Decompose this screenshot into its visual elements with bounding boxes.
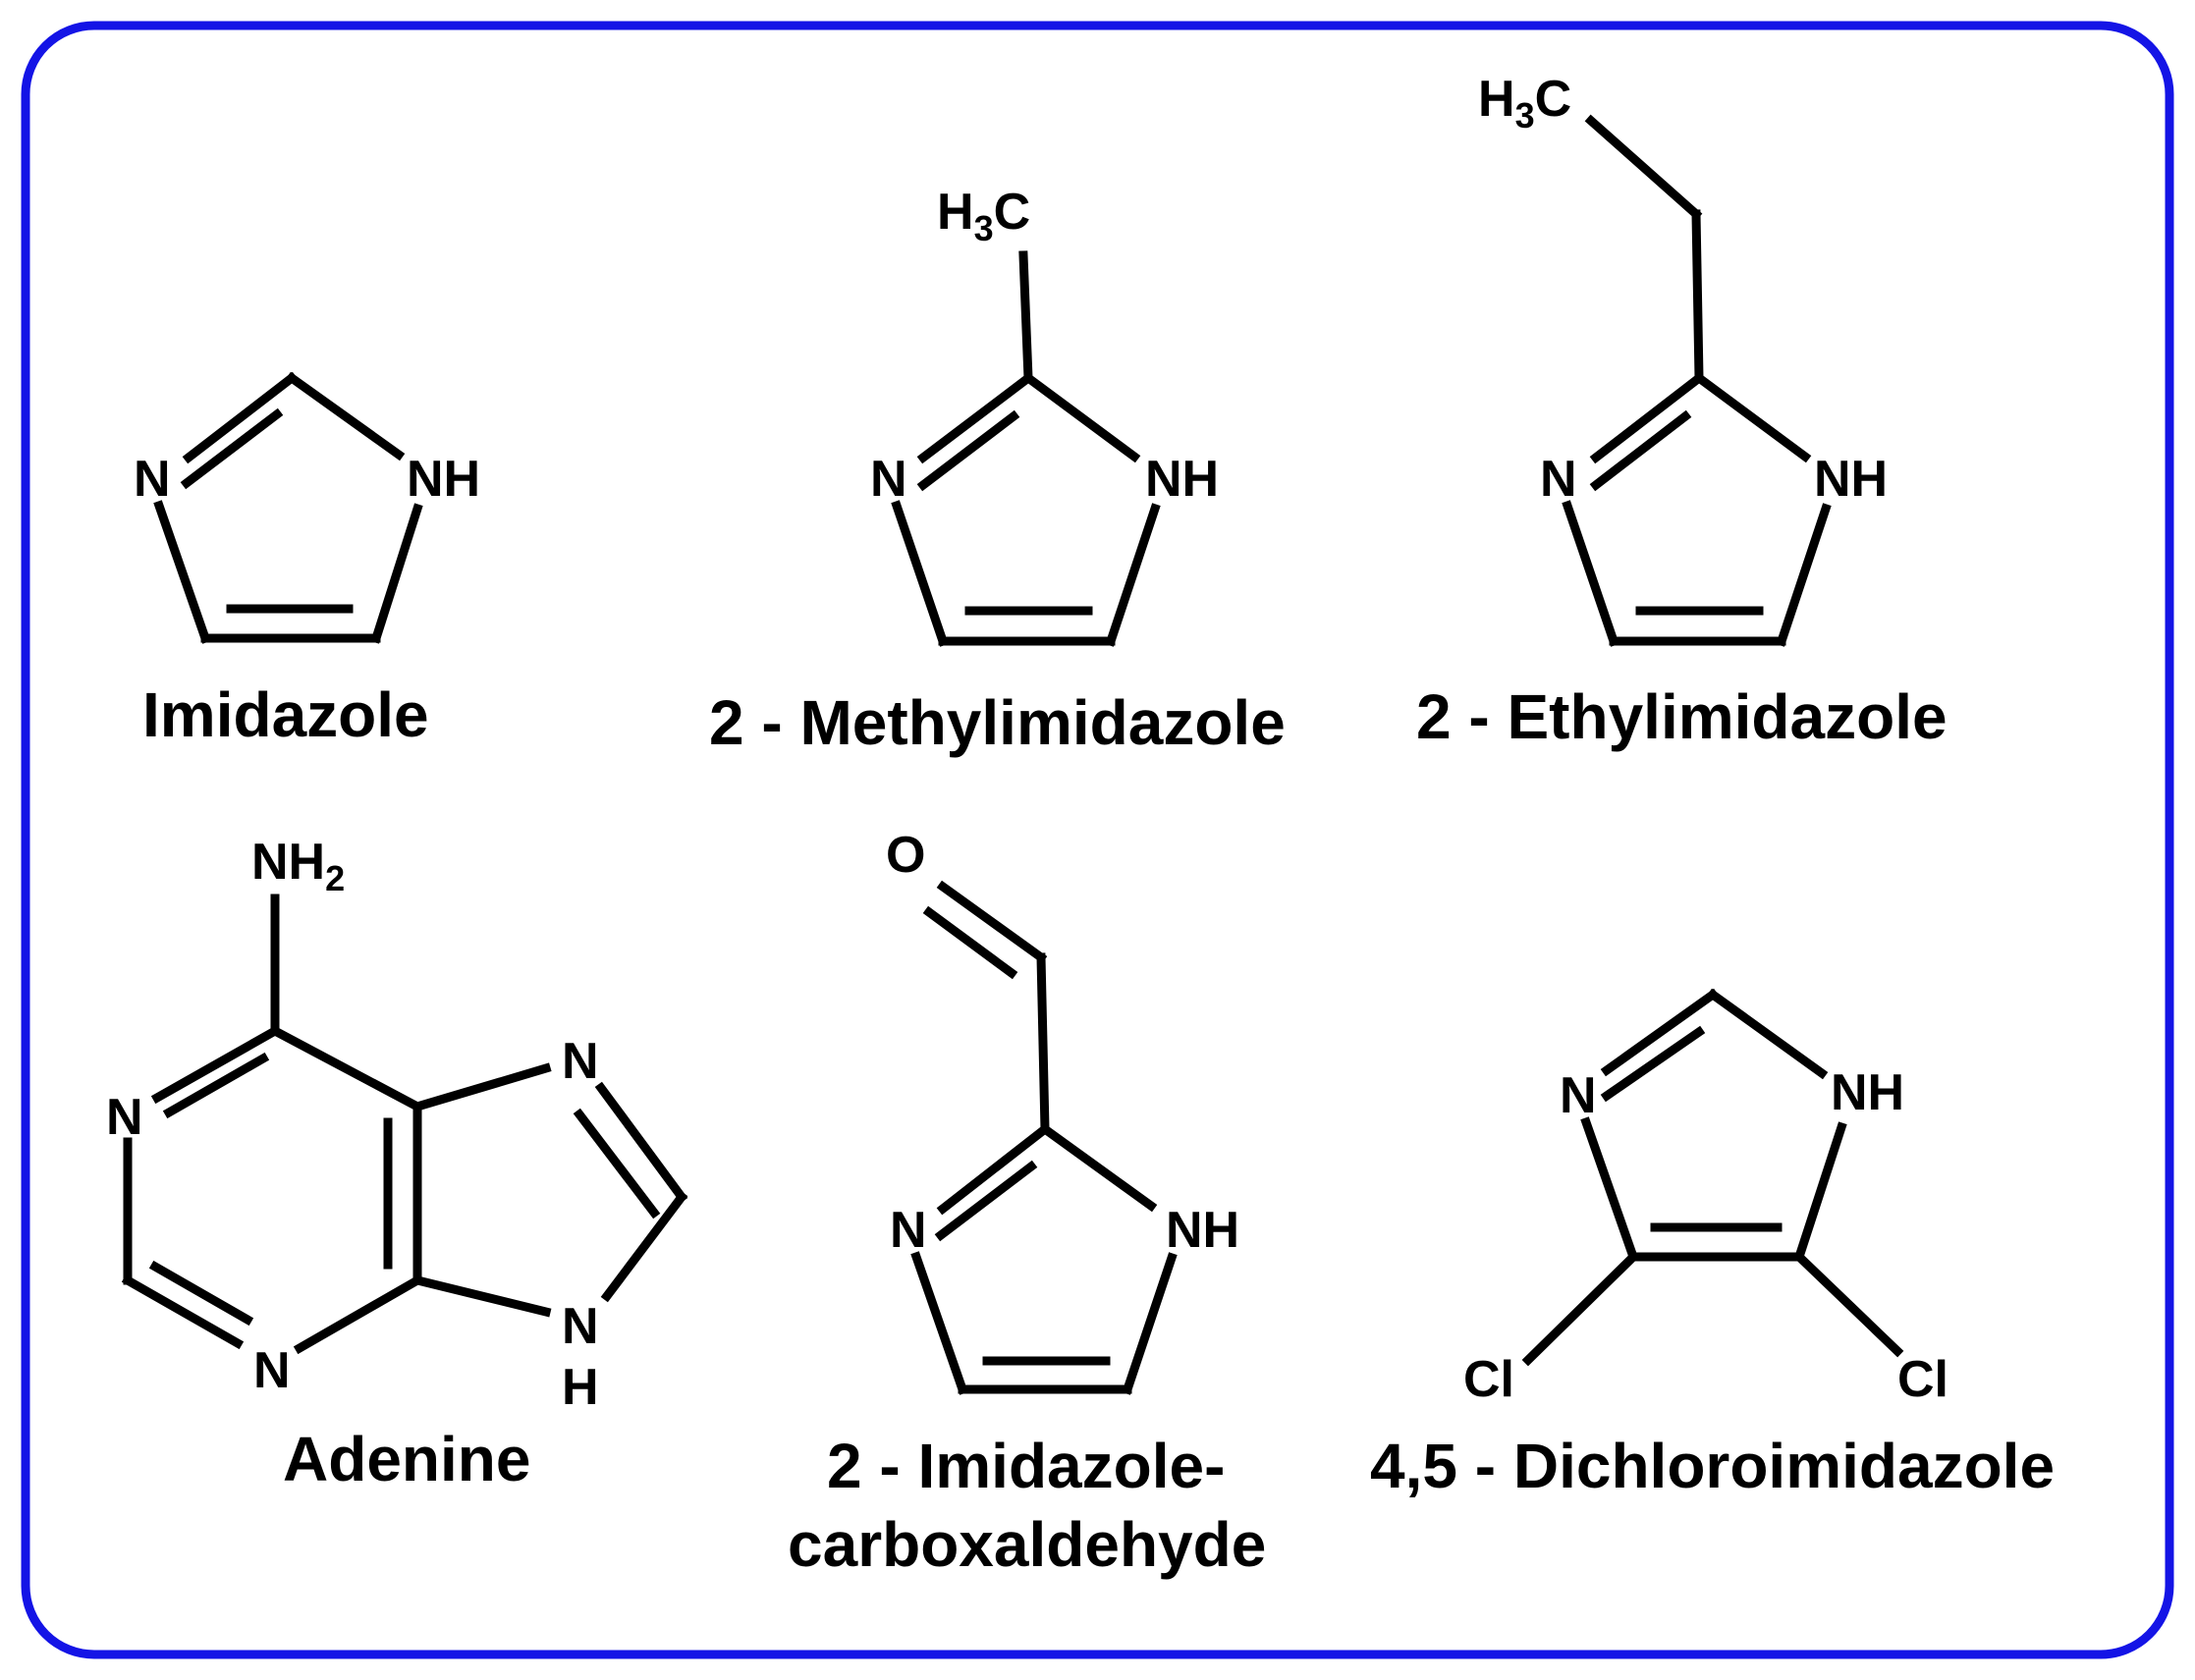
adenine-name: Adenine	[283, 1424, 530, 1494]
methyl-c: C	[994, 184, 1031, 241]
imidazole-ring	[153, 371, 423, 644]
dichloroimidazole-cl-left-label: Cl	[1463, 1351, 1514, 1408]
methylimidazole-name: 2 - Methylimidazole	[709, 687, 1286, 758]
ethylimidazole-n1h-label: NH	[1814, 451, 1888, 508]
methyl-h: H	[937, 184, 974, 241]
figure-frame	[21, 21, 2174, 1659]
adenine-n3-label: N	[253, 1342, 291, 1399]
carboxaldehyde-name-line1: 2 - Imidazole-	[827, 1431, 1225, 1501]
carboxaldehyde-n3-label: N	[890, 1202, 927, 1259]
ethyl-subscript: 3	[1515, 95, 1535, 135]
molecule-4-5-dichloroimidazole: N NH Cl Cl 4,5 - Dichloroimidazole	[1370, 988, 2055, 1501]
dichloroimidazole-n3-label: N	[1560, 1067, 1597, 1124]
adenine-n9-label: N	[562, 1298, 599, 1355]
molecule-2-imidazolecarboxaldehyde: N NH O 2 - Imidazole- carboxaldehyde	[788, 827, 1266, 1580]
methyl-subscript: 3	[974, 208, 994, 248]
ethylimidazole-methyl-label: H3C	[1478, 71, 1571, 135]
carboxaldehyde-oxygen-label: O	[886, 827, 925, 884]
molecule-adenine: N N N N H NH2 Adenine	[106, 834, 688, 1494]
imidazole-name: Imidazole	[142, 679, 429, 750]
dichloroimidazole-n1h-label: NH	[1831, 1064, 1904, 1121]
methylimidazole-n3-label: N	[870, 451, 907, 508]
methylimidazole-methyl-label: H3C	[937, 184, 1030, 248]
ethyl-c: C	[1535, 71, 1572, 128]
methylimidazole-ring	[891, 250, 1161, 647]
carboxaldehyde-n1h-label: NH	[1166, 1202, 1239, 1259]
ethylimidazole-n3-label: N	[1540, 451, 1577, 508]
dichloroimidazole-ring	[1521, 988, 1904, 1367]
adenine-rings	[121, 894, 688, 1355]
imidazole-n1h-label: NH	[407, 451, 480, 508]
ethyl-h: H	[1478, 71, 1515, 128]
methylimidazole-n1h-label: NH	[1145, 451, 1219, 508]
carboxaldehyde-ring	[910, 880, 1178, 1395]
molecule-imidazole: N NH Imidazole	[134, 371, 480, 750]
carboxaldehyde-name-line2: carboxaldehyde	[788, 1509, 1266, 1580]
adenine-amino-label: NH2	[251, 834, 345, 898]
molecule-2-methylimidazole: N NH H3C 2 - Methylimidazole	[709, 184, 1286, 758]
amino-subscript: 2	[325, 858, 345, 898]
adenine-h9-label: H	[562, 1359, 599, 1416]
ethylimidazole-name: 2 - Ethylimidazole	[1416, 681, 1948, 752]
adenine-n1-label: N	[106, 1089, 143, 1146]
adenine-n7-label: N	[562, 1033, 599, 1090]
dichloroimidazole-cl-right-label: Cl	[1897, 1351, 1948, 1408]
imidazole-n3-label: N	[134, 451, 171, 508]
molecule-2-ethylimidazole: N NH H3C 2 - Ethylimidazole	[1416, 71, 1948, 752]
amino-nh: NH	[251, 834, 325, 891]
dichloroimidazole-name: 4,5 - Dichloroimidazole	[1370, 1431, 2055, 1501]
ethylimidazole-ring	[1562, 114, 1832, 647]
